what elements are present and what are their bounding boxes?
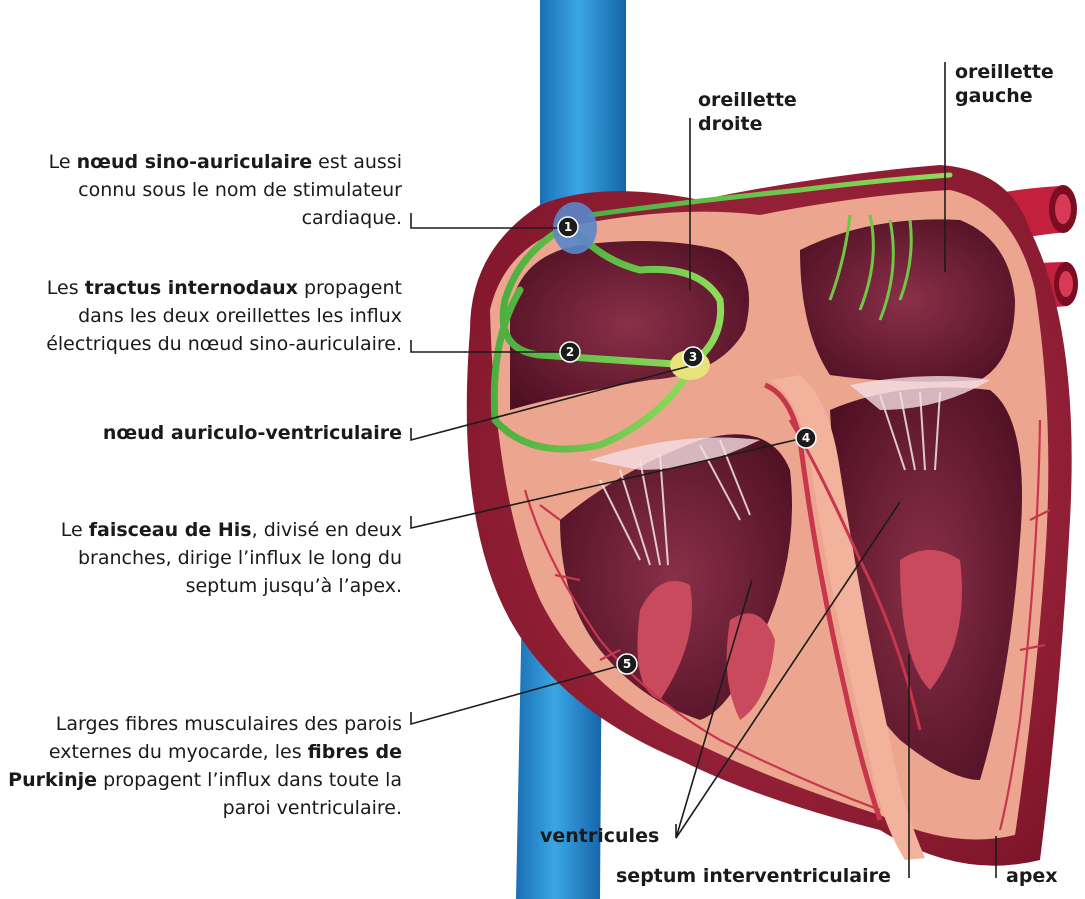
note-purkinje-fibres: Larges fibres musculaires des parois ext…	[0, 710, 402, 822]
label-left-atrium: oreillette gauche	[955, 60, 1075, 108]
label-ventricles: ventricules	[540, 824, 659, 848]
marker-2: 2	[560, 342, 580, 362]
label-right-atrium: oreillette droite	[698, 88, 818, 136]
svg-text:5: 5	[623, 657, 631, 671]
svg-text:1: 1	[564, 220, 572, 234]
marker-3: 3	[683, 347, 703, 367]
note-av-node: nœud auriculo-ventriculaire	[8, 419, 402, 447]
marker-4: 4	[796, 428, 816, 448]
note-sa-node: Le nœud sino-auriculaire est aussi connu…	[8, 148, 402, 232]
svg-text:2: 2	[566, 345, 574, 359]
svg-text:4: 4	[802, 431, 810, 445]
note-bundle-of-his: Le faisceau de His, divisé en deux branc…	[8, 516, 402, 600]
marker-5: 5	[617, 654, 637, 674]
label-apex: apex	[1006, 864, 1058, 888]
label-interventricular-septum: septum interventriculaire	[616, 864, 891, 888]
marker-1: 1	[558, 217, 578, 237]
note-internodal-tracts: Les tractus internodaux propagent dans l…	[0, 274, 402, 358]
svg-text:3: 3	[689, 350, 697, 364]
left-atrium-cavity	[800, 219, 1015, 381]
